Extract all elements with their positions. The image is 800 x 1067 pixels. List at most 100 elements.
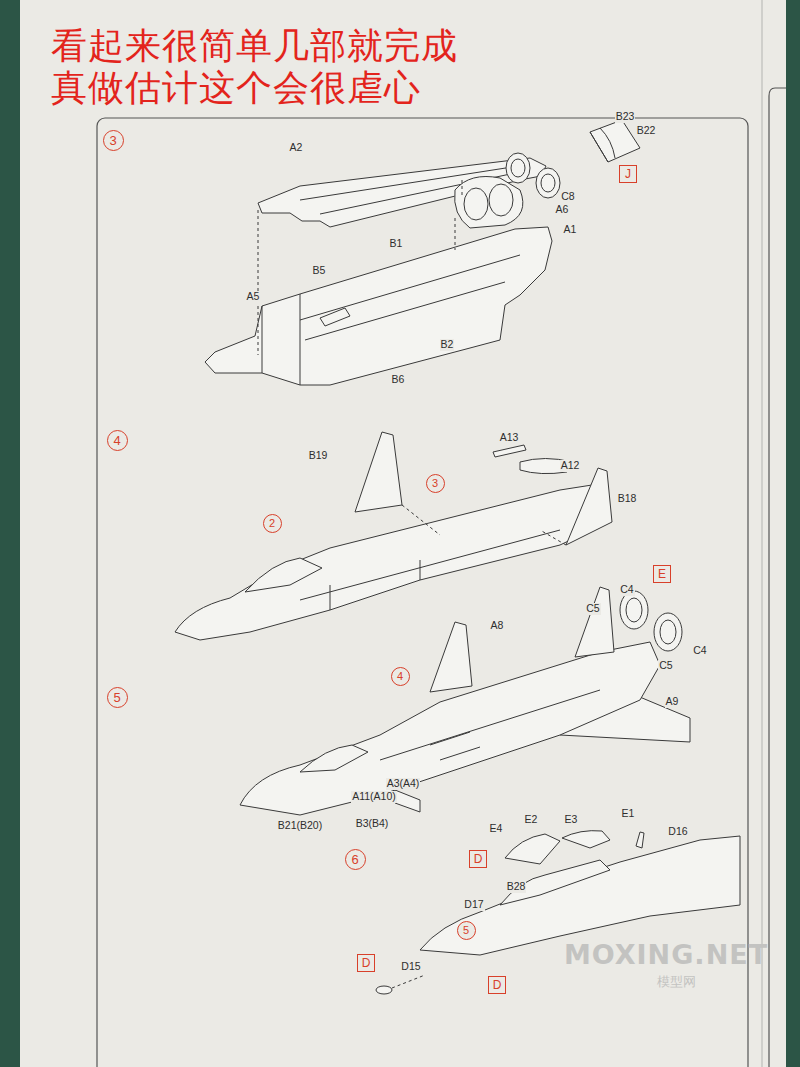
callout-text: J — [625, 168, 631, 180]
handwritten-note: 看起来很简单几部就完成 — [50, 26, 459, 66]
part-number: C5 — [585, 603, 600, 614]
intake-duct — [590, 120, 640, 162]
watermark: 模型网 — [656, 975, 697, 989]
nozzle — [626, 598, 642, 622]
subassembly-number: 3 — [426, 474, 445, 493]
part-number: D15 — [400, 961, 421, 972]
part-number: B22 — [636, 125, 657, 136]
callout-text: 3 — [109, 134, 116, 147]
part-number: E1 — [621, 808, 636, 819]
callout-text: D — [362, 957, 371, 969]
step-3-parts — [205, 120, 640, 385]
part-number: B3(B4) — [355, 818, 390, 829]
part-number: C4 — [619, 584, 634, 595]
next-page-frame — [769, 88, 786, 1067]
part-number: A5 — [246, 291, 261, 302]
part-group-letter: E — [653, 565, 671, 583]
part-detail — [262, 255, 520, 385]
part-number: D16 — [667, 826, 688, 837]
callout-text: D — [493, 979, 502, 991]
part-number: C5 — [658, 660, 673, 671]
small-part — [376, 986, 392, 994]
canopy — [300, 745, 368, 772]
paper-sheet — [20, 0, 786, 1067]
canopy-part — [562, 831, 610, 848]
part-number: B2 — [440, 339, 455, 350]
part-number: A12 — [560, 460, 581, 471]
small-part — [395, 790, 420, 812]
callout-text: E — [658, 568, 666, 580]
nose-section — [420, 836, 740, 955]
part-number: A11(A10) — [351, 791, 397, 802]
part-group-letter: J — [619, 165, 637, 183]
vertical-tail — [355, 432, 402, 512]
part-number: C8 — [560, 191, 575, 202]
part-number: E2 — [524, 814, 539, 825]
step-number: 6 — [345, 849, 366, 870]
part-group-letter: D — [469, 850, 487, 868]
nozzle-plate — [455, 177, 523, 229]
part-number: B18 — [617, 493, 638, 504]
sheet-fold — [761, 0, 763, 1067]
nozzle — [654, 613, 682, 651]
assembly-guide — [392, 975, 425, 988]
part-number: B28 — [506, 881, 527, 892]
callout-text: 6 — [351, 853, 358, 866]
callout-text: 5 — [113, 691, 120, 704]
subassembly-number: 5 — [457, 921, 476, 940]
callout-text: 4 — [397, 671, 403, 682]
subassembly-number: 4 — [391, 667, 410, 686]
part-number: D17 — [463, 899, 484, 910]
part-number: A3(A4) — [386, 778, 421, 789]
canopy-part — [505, 834, 560, 864]
nozzle-ring — [489, 184, 513, 216]
small-part — [636, 832, 644, 848]
step-number: 5 — [107, 687, 128, 708]
step-number: 3 — [103, 130, 124, 151]
nozzle-ring — [464, 188, 488, 220]
part-number: E4 — [489, 823, 504, 834]
callout-text: 2 — [269, 518, 275, 529]
part-number: E3 — [564, 814, 579, 825]
nozzle — [660, 620, 676, 644]
lower-fuselage-part — [205, 227, 552, 385]
canopy — [245, 558, 322, 592]
part-number: A8 — [490, 620, 505, 631]
part-number: B5 — [312, 265, 327, 276]
cockpit — [500, 860, 610, 905]
part-group-letter: D — [357, 954, 375, 972]
nozzle-ring — [511, 159, 525, 177]
part-number: A2 — [289, 142, 304, 153]
page-frame — [97, 118, 748, 1067]
part-number: C4 — [692, 645, 707, 656]
assembly-guide — [402, 505, 566, 545]
handwritten-note: 真做估计这个会很虐心 — [50, 68, 422, 108]
part-number: A13 — [499, 432, 520, 443]
step-number: 4 — [107, 430, 128, 451]
part-number: B1 — [389, 238, 404, 249]
nozzle-ring — [541, 174, 555, 192]
assembly-guide — [258, 180, 462, 355]
part-number: A9 — [665, 696, 680, 707]
vertical-tail — [575, 587, 614, 657]
nozzle-ring — [536, 168, 560, 198]
part-number: B19 — [308, 450, 329, 461]
part-number: B6 — [391, 374, 406, 385]
watermark: MOXING.NET — [563, 941, 769, 969]
step-6-parts — [376, 831, 740, 994]
vertical-tail — [430, 622, 472, 692]
panel-lines — [300, 530, 560, 610]
callout-text: 3 — [432, 478, 438, 489]
small-part — [493, 445, 526, 457]
nozzle-ring — [506, 153, 530, 183]
subassembly-number: 2 — [263, 514, 282, 533]
callout-text: 4 — [113, 434, 120, 447]
panel-lines — [380, 690, 600, 760]
callout-text: D — [474, 853, 483, 865]
part-group-letter: D — [488, 976, 506, 994]
part-number: A1 — [563, 224, 578, 235]
vertical-tail — [566, 468, 612, 545]
